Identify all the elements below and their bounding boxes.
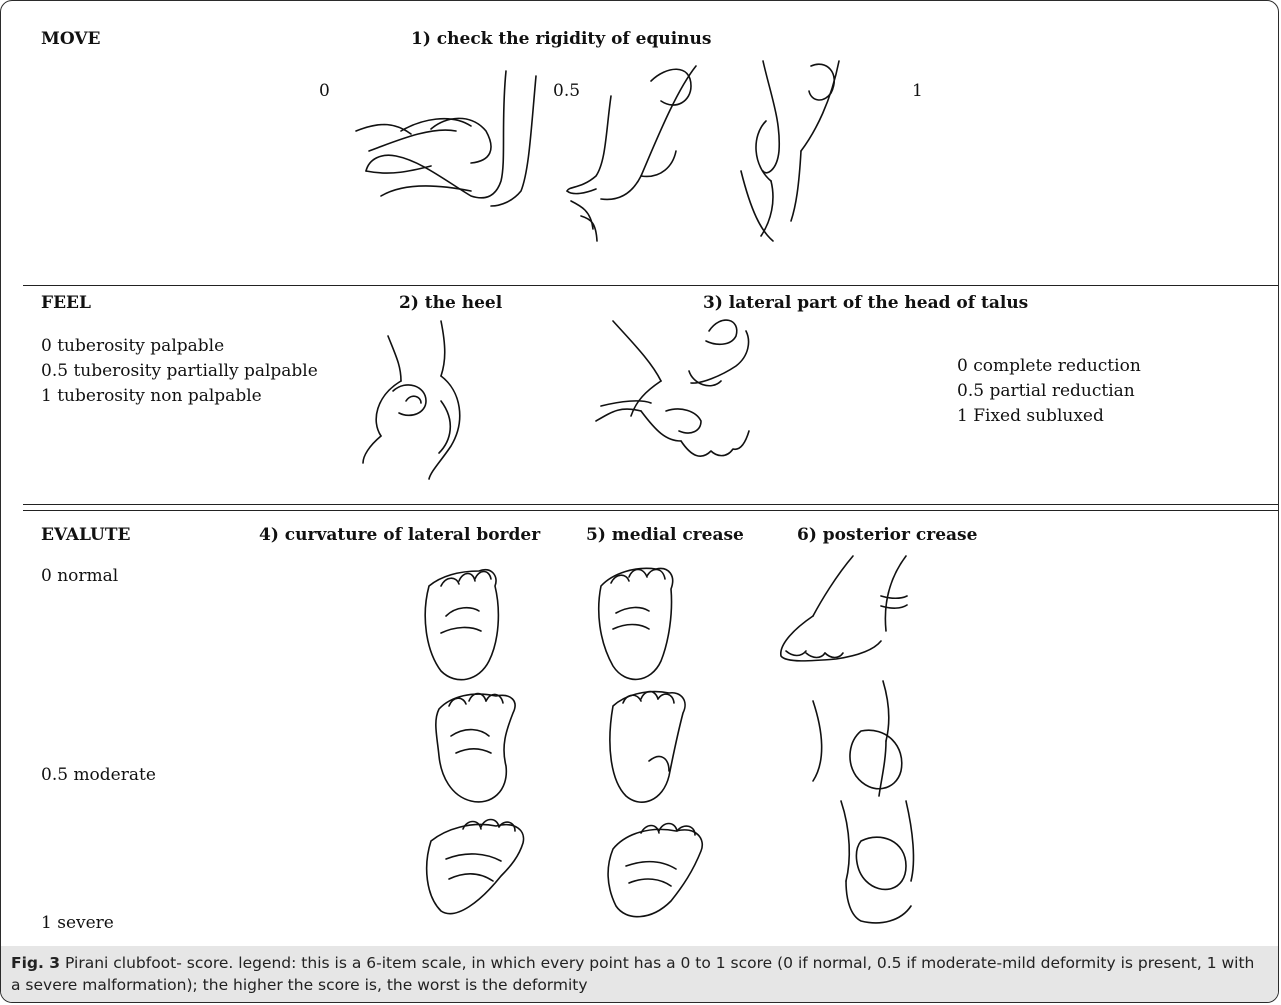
figure-caption: Fig. 3 Pirani clubfoot- score. legend: t… [1,946,1279,1003]
posterior-crease-normal [781,556,907,661]
medial-crease-moderate [610,692,685,803]
talus-drawing [596,320,749,456]
equinus-drawing-1 [741,61,839,241]
heel-drawing [363,321,460,479]
equinus-drawing-0 [356,71,536,206]
posterior-crease-moderate [813,681,902,796]
lateral-border-moderate [436,694,515,802]
medial-crease-normal [599,568,673,679]
posterior-crease-severe [841,801,913,923]
figure-label: Fig. 3 [11,954,60,972]
lateral-border-severe [427,820,524,914]
equinus-drawing-05 [567,66,696,241]
figure-caption-text: Pirani clubfoot- score. legend: this is … [11,954,1254,994]
lateral-border-normal [425,570,498,680]
medial-crease-severe [608,824,702,917]
